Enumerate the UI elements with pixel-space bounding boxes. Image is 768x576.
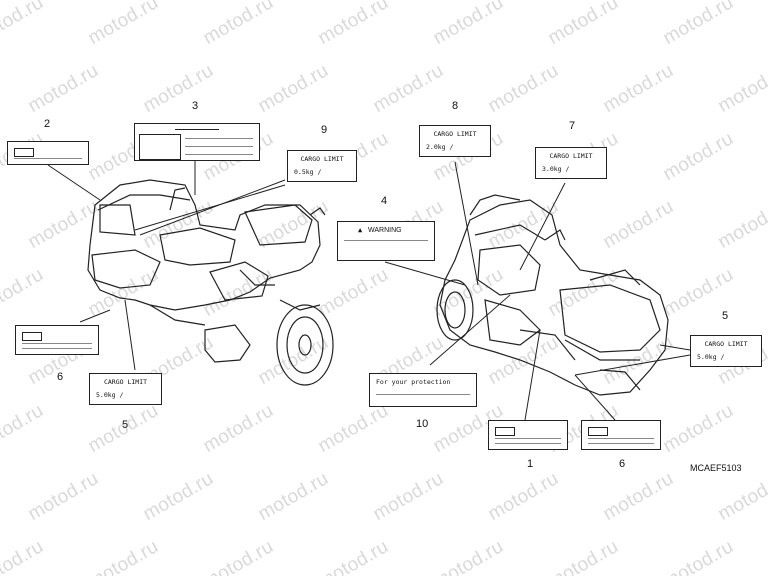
leader-lines [47, 160, 691, 421]
callout-1: 1 [527, 458, 534, 470]
label-9-cargo-limit: CARGO LIMIT 0.5kg / [287, 150, 357, 182]
callout-7: 7 [569, 120, 576, 132]
label-6-right-notice [581, 420, 661, 450]
label-3 [134, 123, 260, 161]
figure-code: MCAEF5103 [690, 463, 742, 473]
label-6-left-notice [15, 325, 99, 355]
left-motorcycle-drawing [87, 179, 334, 386]
right-motorcycle-drawing [436, 194, 669, 396]
callout-9: 9 [321, 124, 328, 136]
callout-4: 4 [381, 195, 388, 207]
label-1-notice [488, 420, 568, 450]
warning-triangle-icon: ▲ [358, 226, 363, 234]
label-10-protection: For your protection [369, 373, 477, 407]
label-5-left-cargo-limit: CARGO LIMIT 5.0kg / [89, 373, 162, 405]
notice-header-bar [14, 148, 34, 157]
callout-6-right: 6 [619, 458, 626, 470]
callout-6-left: 6 [57, 371, 64, 383]
label-5-right-cargo-limit: CARGO LIMIT 5.0kg / [690, 335, 762, 367]
callout-8: 8 [452, 100, 459, 112]
label-2-notice [7, 141, 89, 165]
label-4-warning: ▲ WARNING [337, 221, 435, 261]
callout-5-left: 5 [122, 419, 129, 431]
label-7-cargo-limit: CARGO LIMIT 3.0kg / [535, 147, 607, 179]
callout-5-right: 5 [722, 310, 729, 322]
label-8-cargo-limit: CARGO LIMIT 2.0kg / [419, 125, 491, 157]
callout-2: 2 [44, 118, 51, 130]
callout-10: 10 [416, 418, 429, 430]
callout-3: 3 [192, 100, 199, 112]
